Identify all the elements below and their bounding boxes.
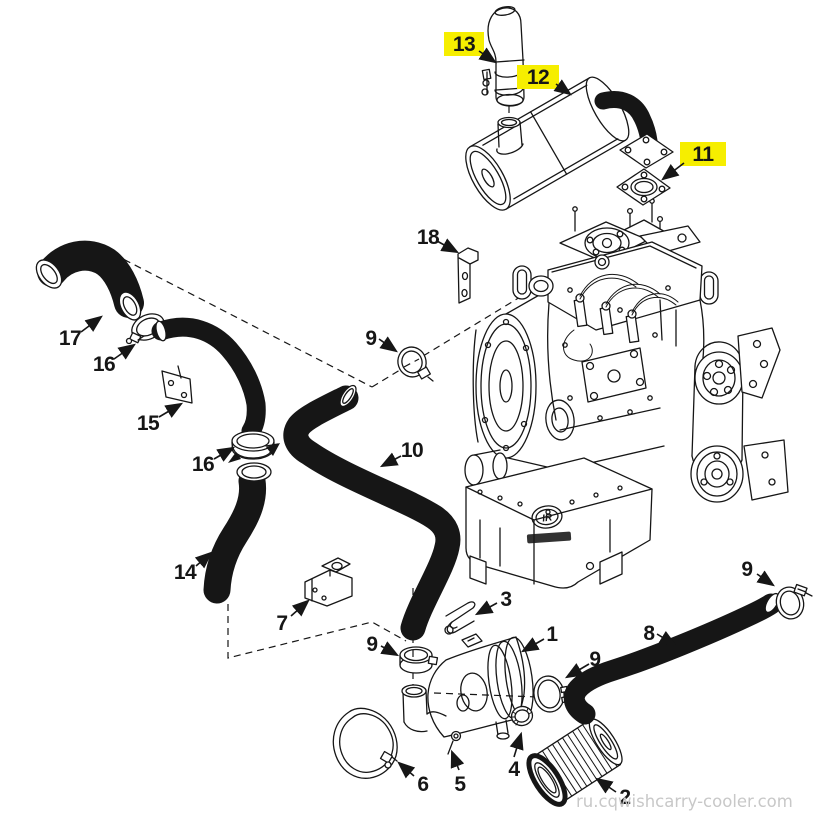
hose-clamp-16-lower [228, 430, 280, 463]
exhaust-pipe-clamp [481, 68, 524, 96]
seal-ring-4 [510, 705, 534, 727]
label-1-text: 1 [546, 623, 558, 646]
engine-badge-text: IR [541, 512, 553, 524]
label-3: 3 [474, 588, 512, 616]
label-18-text: 18 [417, 226, 440, 249]
metal-intake-tube-15 [151, 317, 266, 441]
label-9-far-right: 9 [741, 558, 775, 587]
intake-boot-6 [332, 707, 398, 779]
bracket-part-7 [304, 557, 353, 607]
exhaust-gasket-11 [616, 168, 671, 206]
bolt-5 [447, 730, 462, 755]
muffler-12 [465, 76, 658, 211]
air-cleaner-axis-dash [433, 692, 539, 698]
label-5: 5 [450, 749, 467, 796]
label-18: 18 [417, 226, 460, 254]
label-7-text: 7 [276, 612, 287, 635]
engine-logo-badge: IR [526, 505, 572, 544]
label-12-text: 12 [527, 66, 549, 89]
label-4-text: 4 [508, 758, 520, 781]
end-cover-clamp-9-right [533, 675, 571, 713]
intake-hose-8 [563, 592, 782, 725]
label-5-text: 5 [454, 773, 466, 796]
label-8: 8 [643, 622, 678, 647]
label-4: 4 [508, 731, 524, 781]
label-17-text: 17 [59, 327, 81, 350]
label-9-right-text: 9 [589, 648, 600, 671]
label-3-text: 3 [500, 588, 511, 611]
label-14-text: 14 [174, 561, 197, 584]
label-16-lower-text: 16 [192, 453, 214, 476]
label-6: 6 [397, 761, 429, 796]
engine-brand-text-smudge [526, 531, 572, 544]
radiator-hose-10 [283, 384, 461, 641]
hose-clamp-9-far-right [775, 583, 813, 620]
label-15-text: 15 [137, 412, 160, 435]
muffler-outlet-flange [619, 133, 674, 169]
spring-clip-3 [444, 601, 476, 635]
label-2-text: 2 [619, 786, 630, 809]
bracket-part-18 [457, 247, 479, 304]
label-11: 11 [661, 142, 726, 181]
label-1: 1 [520, 623, 559, 653]
label-16-lower: 16 [192, 446, 236, 476]
label-11-highlight [680, 142, 726, 166]
label-9-far-right-text: 9 [741, 558, 752, 581]
label-12: 12 [517, 65, 572, 96]
label-13: 13 [444, 32, 497, 64]
label-9-top: 9 [365, 327, 398, 353]
label-11-text: 11 [692, 143, 714, 166]
label-16-upper-text: 16 [93, 353, 115, 376]
label-2: 2 [595, 777, 631, 809]
hose-clamp-9-top [397, 346, 434, 382]
engine-assembly: IR [464, 198, 789, 589]
label-8-text: 8 [643, 622, 655, 645]
label-17: 17 [59, 315, 103, 350]
label-12-highlight [517, 65, 559, 89]
label-13-text: 13 [453, 33, 475, 56]
label-13-highlight [444, 32, 484, 56]
label-6-text: 6 [417, 773, 428, 796]
label-10: 10 [379, 439, 424, 468]
label-9-left: 9 [366, 633, 400, 657]
label-9-right: 9 [564, 648, 601, 679]
watermark-text: ru.cqwishcarry-cooler.com [576, 792, 793, 811]
label-9-top-text: 9 [365, 327, 376, 350]
label-14: 14 [174, 551, 213, 584]
filter-element-2 [526, 718, 623, 807]
label-16-upper: 16 [93, 343, 136, 376]
label-7: 7 [276, 599, 310, 635]
label-15: 15 [137, 402, 184, 435]
exhaust-stack-pipe-13 [487, 6, 525, 107]
radiator-hose-14 [203, 462, 272, 604]
hose-clamp-9-left [399, 646, 439, 674]
part-labels: 13 12 11 18 17 16 15 16 [59, 32, 775, 809]
intake-hose-17 [35, 240, 144, 321]
label-9-left-text: 9 [366, 633, 377, 656]
label-10-text: 10 [401, 439, 423, 462]
